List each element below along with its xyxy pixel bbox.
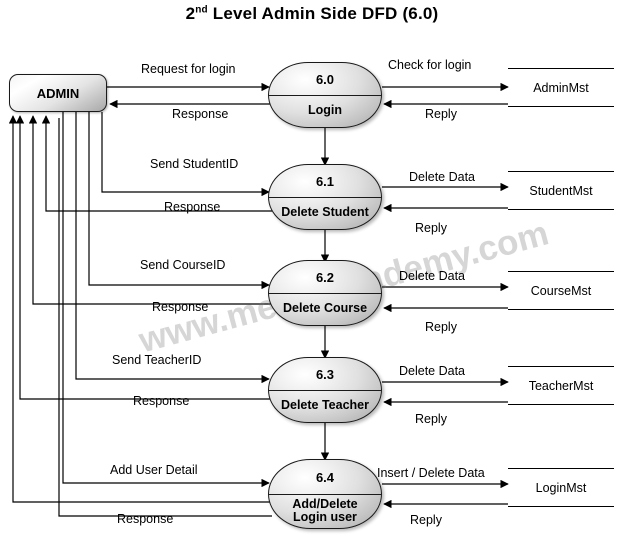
- label-send-courseid: Send CourseID: [140, 258, 226, 272]
- data-store-loginmst-label: LoginMst: [535, 480, 587, 495]
- process-6-1-divider: [269, 197, 381, 198]
- label-response-p1: Response: [164, 200, 221, 214]
- data-store-loginmst-bottom-rule: [508, 506, 614, 507]
- label-check-for-login: Check for login: [388, 58, 472, 72]
- data-store-adminmst[interactable]: AdminMst: [508, 68, 614, 107]
- flow-p3-to-admin: [15, 115, 272, 400]
- data-store-teachermst[interactable]: TeacherMst: [508, 366, 614, 405]
- title-ordinal-suffix: nd: [195, 4, 208, 16]
- process-6-0-number: 6.0: [315, 71, 335, 87]
- process-6-2[interactable]: 6.2 Delete Course: [268, 260, 382, 326]
- data-store-adminmst-top-rule: [508, 68, 614, 69]
- data-store-loginmst[interactable]: LoginMst: [508, 468, 614, 507]
- label-response-p4: Response: [117, 512, 174, 526]
- data-store-adminmst-bottom-rule: [508, 106, 614, 107]
- data-store-coursemst[interactable]: CourseMst: [508, 271, 614, 310]
- process-6-4-name: Add/Delete Login user: [269, 494, 381, 528]
- process-6-2-number: 6.2: [315, 269, 335, 285]
- data-store-coursemst-label: CourseMst: [530, 283, 592, 298]
- label-delete-data-2: Delete Data: [399, 269, 466, 283]
- process-6-3-divider: [269, 390, 381, 391]
- label-reply-1: Reply: [415, 221, 447, 235]
- data-store-studentmst[interactable]: StudentMst: [508, 171, 614, 210]
- flow-p1-to-admin: [41, 115, 272, 212]
- process-6-0[interactable]: 6.0 Login: [268, 62, 382, 128]
- label-reply-2: Reply: [425, 320, 457, 334]
- process-6-3-name: Delete Teacher: [280, 398, 369, 413]
- flow-admin-to-p2: [88, 112, 270, 290]
- data-store-loginmst-top-rule: [508, 468, 614, 469]
- label-send-studentid: Send StudentID: [150, 157, 239, 171]
- process-6-0-divider: [269, 95, 381, 96]
- flow-admin-to-p4: [62, 112, 270, 488]
- data-store-adminmst-label: AdminMst: [533, 80, 589, 95]
- label-delete-data-1: Delete Data: [409, 170, 476, 184]
- process-6-4-divider: [269, 494, 381, 495]
- process-6-4-number: 6.4: [315, 469, 335, 485]
- external-entity-admin[interactable]: ADMIN: [9, 74, 107, 112]
- label-add-user-detail: Add User Detail: [110, 463, 198, 477]
- data-store-studentmst-top-rule: [508, 171, 614, 172]
- data-store-teachermst-bottom-rule: [508, 404, 614, 405]
- label-response-p2: Response: [152, 300, 209, 314]
- label-insert-delete-data: Insert / Delete Data: [377, 466, 485, 480]
- label-delete-data-3: Delete Data: [399, 364, 466, 378]
- flow-p4-to-admin: [8, 115, 272, 503]
- process-6-1-name: Delete Student: [281, 205, 369, 220]
- process-6-0-name: Login: [307, 103, 342, 118]
- label-response-p0: Response: [172, 107, 229, 121]
- data-store-coursemst-bottom-rule: [508, 309, 614, 310]
- label-request-for-login: Request for login: [141, 62, 236, 76]
- label-response-p3: Response: [133, 394, 190, 408]
- process-6-2-divider: [269, 293, 381, 294]
- process-6-4[interactable]: 6.4 Add/Delete Login user: [268, 459, 382, 529]
- title-prefix: 2: [185, 4, 196, 23]
- flow-admin-to-p3: [75, 112, 270, 384]
- diagram-title: 2nd Level Admin Side DFD (6.0): [0, 4, 624, 24]
- label-reply-3: Reply: [415, 412, 447, 426]
- process-6-1-number: 6.1: [315, 173, 335, 189]
- flow-admin-to-p1: [101, 112, 270, 197]
- data-store-studentmst-label: StudentMst: [529, 183, 593, 198]
- process-6-1[interactable]: 6.1 Delete Student: [268, 164, 382, 230]
- external-entity-admin-label: ADMIN: [36, 85, 80, 101]
- label-send-teacherid: Send TeacherID: [112, 353, 202, 367]
- title-rest: Level Admin Side DFD (6.0): [207, 4, 439, 23]
- data-store-studentmst-bottom-rule: [508, 209, 614, 210]
- data-store-teachermst-top-rule: [508, 366, 614, 367]
- data-store-teachermst-label: TeacherMst: [528, 378, 594, 393]
- flow-p2-to-admin: [28, 115, 272, 305]
- process-6-3-number: 6.3: [315, 366, 335, 382]
- process-6-3[interactable]: 6.3 Delete Teacher: [268, 357, 382, 423]
- process-6-2-name: Delete Course: [282, 301, 368, 316]
- label-reply-4: Reply: [410, 513, 442, 527]
- process-6-4-name-line1: Add/Delete: [292, 496, 358, 511]
- data-store-coursemst-top-rule: [508, 271, 614, 272]
- label-reply-0: Reply: [425, 107, 457, 121]
- process-6-4-name-line2: Login user: [293, 510, 357, 524]
- flow-p0-return-riser: [58, 118, 272, 517]
